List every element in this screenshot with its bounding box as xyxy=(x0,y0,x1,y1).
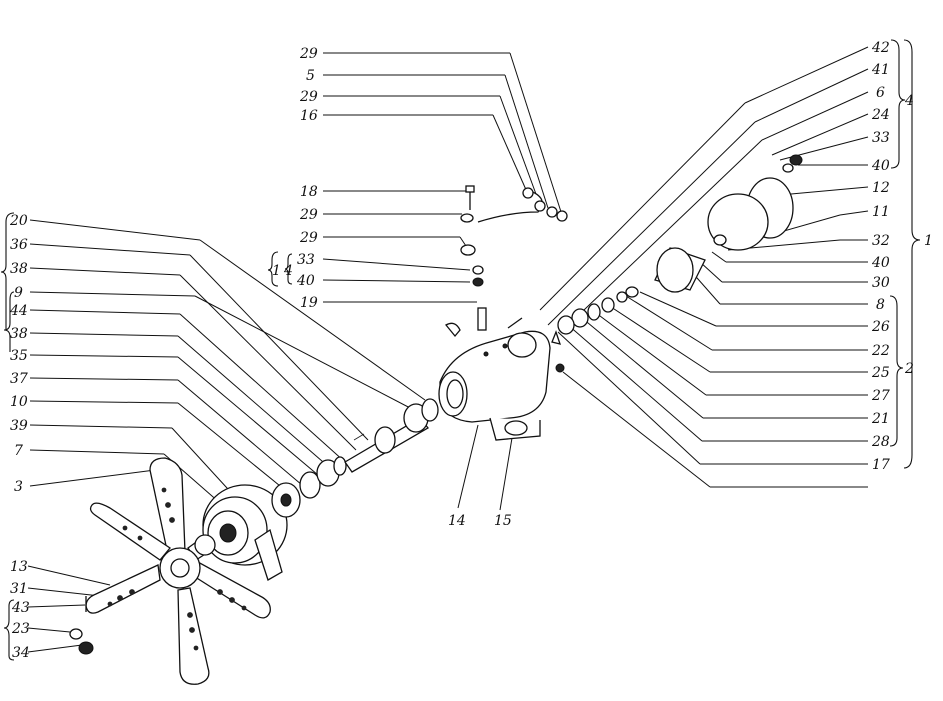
drain-plug xyxy=(555,363,565,373)
callout-40r: 40 xyxy=(871,158,890,174)
callout-40: 40 xyxy=(296,273,315,289)
callout-11: 11 xyxy=(872,204,890,220)
bottom-callouts: 14 15 xyxy=(448,513,512,529)
pulley-bracket xyxy=(254,528,283,581)
callout-31: 31 xyxy=(10,581,28,597)
callout-30: 30 xyxy=(872,275,890,291)
callout-39: 39 xyxy=(10,418,28,434)
clip-19 xyxy=(445,322,461,338)
callout-7: 7 xyxy=(14,443,23,459)
callout-43: 43 xyxy=(11,600,30,616)
callout-27: 27 xyxy=(871,388,890,404)
callout-29c: 29 xyxy=(299,207,318,223)
group-label-2-right: 2 xyxy=(904,361,914,377)
callout-41: 41 xyxy=(871,62,890,78)
callout-12: 12 xyxy=(872,180,890,196)
callout-21: 21 xyxy=(871,411,890,427)
callout-25: 25 xyxy=(871,365,890,381)
impeller-cover-assembly xyxy=(551,154,803,345)
callout-24: 24 xyxy=(871,107,890,123)
callout-36: 36 xyxy=(10,237,28,253)
callout-6: 6 xyxy=(876,85,885,101)
callout-18: 18 xyxy=(300,184,318,200)
leader-lines xyxy=(27,46,869,653)
callout-15: 15 xyxy=(494,513,512,529)
callout-22: 22 xyxy=(871,343,890,359)
callout-26: 26 xyxy=(871,319,890,335)
group-label-1-left: 1 xyxy=(272,263,281,279)
pulley-assembly xyxy=(194,484,288,581)
fan-blade-bottom xyxy=(177,587,210,685)
pump-housing xyxy=(438,307,565,441)
bearing xyxy=(374,426,396,454)
callout-5: 5 xyxy=(306,68,315,84)
callout-29a: 29 xyxy=(299,46,318,62)
fan-blade-upper-left xyxy=(89,502,171,561)
callout-38b: 38 xyxy=(10,326,28,342)
callout-38a: 38 xyxy=(10,261,28,277)
callout-17: 17 xyxy=(872,457,890,473)
callout-23: 23 xyxy=(11,621,30,637)
callout-44: 44 xyxy=(9,303,28,319)
group-label-4-left: 4 xyxy=(283,263,293,279)
callout-32: 32 xyxy=(872,233,890,249)
callout-35: 35 xyxy=(10,348,28,364)
callout-16: 16 xyxy=(300,108,318,124)
callout-8: 8 xyxy=(876,297,885,313)
callout-10: 10 xyxy=(10,394,28,410)
callout-14: 14 xyxy=(448,513,466,529)
callout-33: 33 xyxy=(297,252,315,268)
group-label-4-right: 4 xyxy=(904,93,914,109)
callout-9: 9 xyxy=(14,285,23,301)
group-braces xyxy=(0,39,921,661)
left-callouts: 29 5 29 16 18 29 29 33 40 19 20 36 38 9 … xyxy=(9,46,318,661)
callout-19: 19 xyxy=(300,295,318,311)
callout-29d: 29 xyxy=(299,230,318,246)
callout-42: 42 xyxy=(871,40,890,56)
callout-28: 28 xyxy=(871,434,890,450)
callout-29b: 29 xyxy=(299,89,318,105)
callout-34: 34 xyxy=(12,645,30,661)
callout-37: 37 xyxy=(10,371,28,387)
fan-blade-lower-left xyxy=(85,564,161,614)
group-labels: 1 4 4 1 2 xyxy=(272,93,933,377)
right-callouts: 42 41 6 24 33 40 12 11 32 40 30 8 26 22 … xyxy=(871,40,890,473)
oil-pipe-assembly xyxy=(460,185,568,287)
stud-19 xyxy=(477,307,487,331)
callout-33r: 33 xyxy=(872,130,890,146)
group-label-1-right: 1 xyxy=(924,233,933,249)
callout-40r2: 40 xyxy=(871,255,890,271)
shaft-and-bearings xyxy=(271,398,439,518)
callout-3: 3 xyxy=(14,479,23,495)
callout-13: 13 xyxy=(10,559,28,575)
callout-20: 20 xyxy=(9,213,28,229)
fan-blade-lower-right xyxy=(191,561,271,619)
